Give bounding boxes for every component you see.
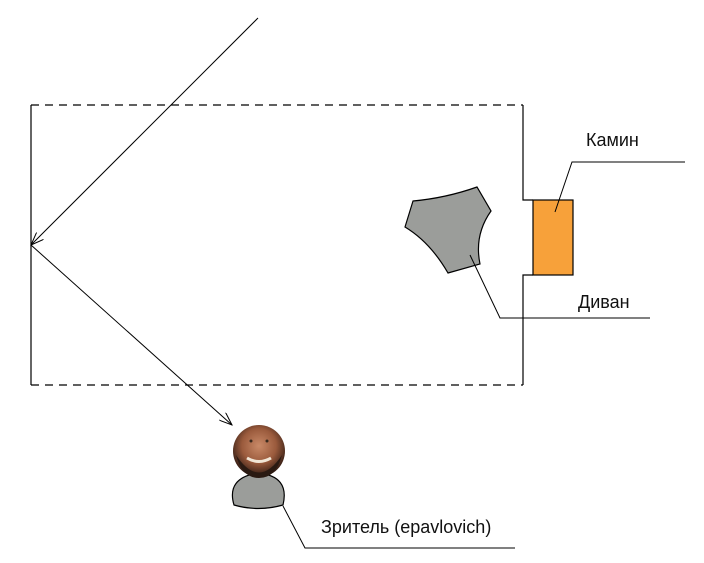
sofa-leader: [469, 254, 650, 319]
reflected-ray-arrow: [30, 244, 232, 425]
viewer-figure: [231, 425, 285, 510]
viewer-body: [231, 472, 285, 510]
viewer-leader: [282, 505, 515, 549]
wall-right-lower: [522, 274, 533, 385]
fireplace-shape: [532, 199, 574, 276]
sofa-shape: [404, 186, 492, 274]
leader-lines: [282, 161, 685, 549]
viewer-avatar-icon: [233, 425, 285, 478]
wall-right-upper: [522, 105, 533, 201]
incoming-ray-arrow: [31, 17, 259, 245]
sofa-label: Диван: [578, 292, 630, 312]
viewer-label: Зритель (epavlovich): [321, 517, 492, 537]
fireplace-leader: [554, 161, 685, 213]
fireplace-label: Камин: [586, 130, 639, 150]
